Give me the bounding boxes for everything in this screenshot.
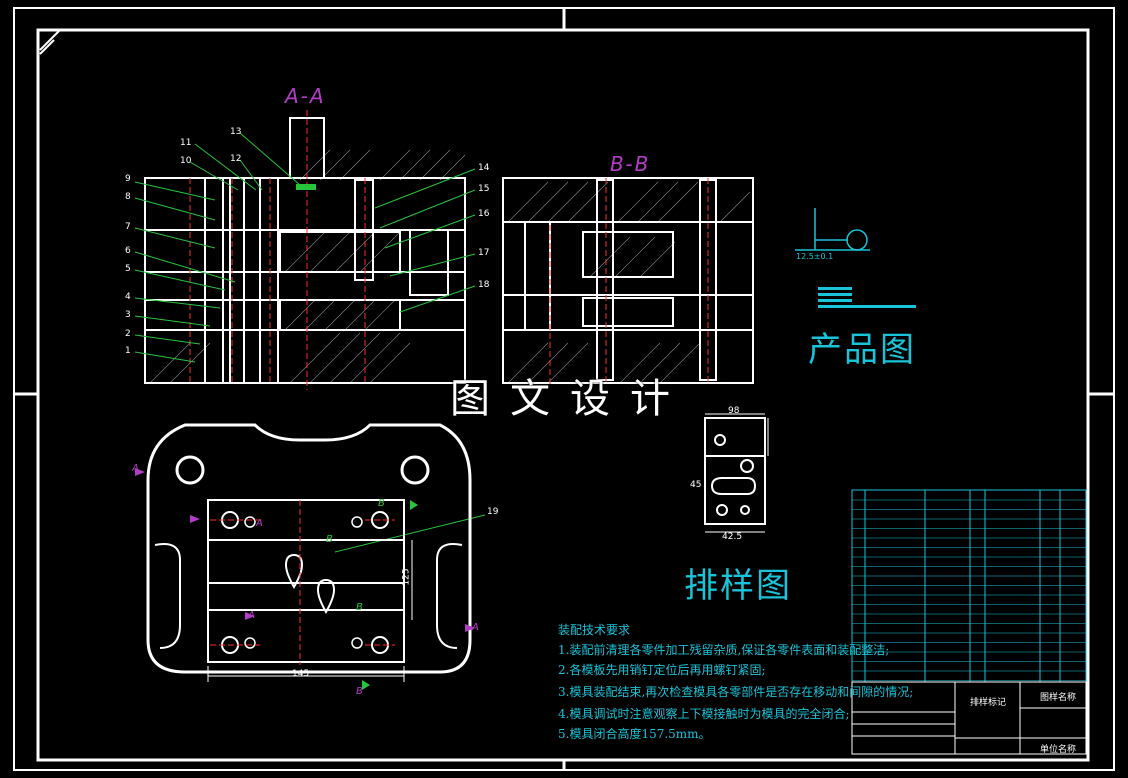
part-number-5: 5 — [125, 264, 131, 274]
dimension-strip-width: 98 — [728, 406, 740, 416]
requirement-2: 2.各模板先用销钉定位后再用螺钉紧固; — [558, 663, 766, 677]
title-block-company: 单位名称 — [1040, 745, 1077, 755]
section-marker: B — [356, 686, 363, 697]
dimension-strip-bottom: 42.5 — [722, 532, 743, 542]
title-block-drawing-name: 排样标记 — [970, 698, 1007, 708]
section-marker: A — [472, 622, 479, 633]
watermark: 图文设计 — [450, 376, 690, 422]
dimension-strip-pitch: 45 — [690, 480, 702, 490]
part-number-1: 1 — [125, 346, 131, 356]
dimension-plan-width: 145 — [292, 669, 310, 679]
product-drawing — [795, 208, 870, 251]
requirement-4: 4.模具调试时注意观察上下模接触时为模具的完全闭合; — [558, 707, 850, 721]
section-marker: A — [248, 610, 255, 621]
requirements-title: 装配技术要求 — [558, 623, 631, 637]
section-marker: A — [132, 463, 139, 474]
requirement-1: 1.装配前清理各零件加工残留杂质,保证各零件表面和装配整洁; — [558, 643, 890, 657]
dimension-product: 12.5±0.1 — [796, 252, 834, 261]
requirement-3: 3.模具装配结束,再次检查模具各零部件是否存在移动和间隙的情况; — [558, 685, 914, 699]
part-number-10: 10 — [180, 156, 192, 166]
part-number-14: 14 — [478, 163, 490, 173]
title-block-lower — [851, 681, 1087, 755]
section-marker: B — [356, 602, 363, 613]
title-block-title: 图样名称 — [1040, 693, 1077, 703]
part-number-11: 11 — [180, 138, 192, 148]
strip-layout — [704, 417, 766, 525]
part-number-17: 17 — [478, 248, 490, 258]
part-number-8: 8 — [125, 192, 131, 202]
strip-layout-title: 排样图 — [684, 566, 792, 606]
dimension-plan-height: 125 — [401, 568, 412, 586]
requirement-5: 5.模具闭合高度157.5mm。 — [558, 727, 711, 741]
part-number-6: 6 — [125, 246, 131, 256]
section-marker: A — [256, 518, 263, 529]
section-label-b-b: B-B — [610, 152, 651, 176]
part-number-16: 16 — [478, 209, 490, 219]
product-drawing-title: 产品图 — [808, 330, 916, 370]
plan-view — [146, 423, 472, 674]
section-marker: B — [326, 534, 333, 545]
part-number-9: 9 — [125, 174, 131, 184]
section-a-a-hatch — [149, 149, 466, 384]
part-number-12: 12 — [230, 154, 242, 164]
part-number-18: 18 — [478, 280, 490, 290]
part-number-3: 3 — [125, 310, 131, 320]
section-b-b — [502, 177, 754, 384]
part-number-7: 7 — [125, 222, 131, 232]
section-label-a-a: A-A — [285, 84, 326, 108]
product-hatch — [818, 287, 916, 308]
part-number-19: 19 — [487, 507, 499, 517]
part-number-13: 13 — [230, 127, 242, 137]
part-number-15: 15 — [478, 184, 490, 194]
part-number-2: 2 — [125, 329, 131, 339]
part-number-4: 4 — [125, 292, 131, 302]
section-marker: B — [378, 498, 385, 509]
